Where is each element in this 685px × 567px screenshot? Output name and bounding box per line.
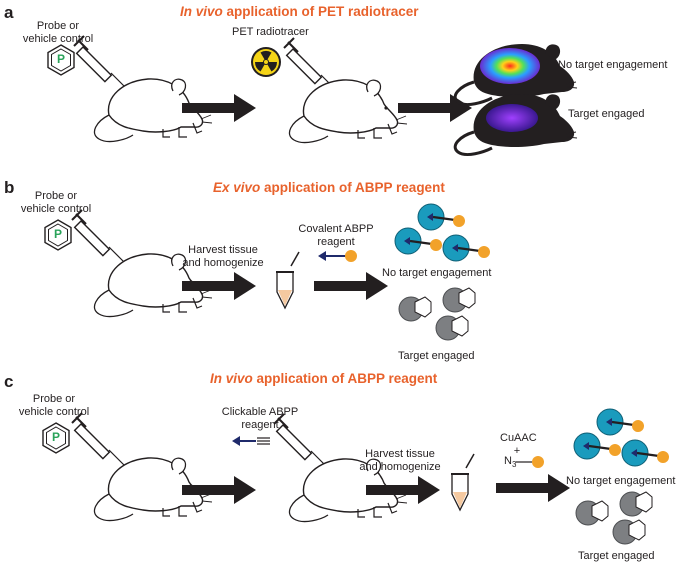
harvest-label-b-1: Harvest tissue <box>188 244 258 256</box>
reagent-label-c-2: reagent <box>241 419 279 431</box>
protein-icon-c4 <box>575 500 609 526</box>
panel-letter-c: c <box>4 372 14 391</box>
tube-icon-c <box>450 453 475 511</box>
probe-label-c: Probe or vehicle control <box>14 393 94 419</box>
syringe-icon-c1 <box>71 412 125 466</box>
panel-title-c: In vivo application of ABPP reagent <box>210 371 437 386</box>
probe-glyph-a: P <box>57 52 66 66</box>
tube-icon-b <box>275 251 300 309</box>
harvest-label-b-2: and homogenize <box>182 257 264 269</box>
syringe-icon-b <box>71 209 125 263</box>
harvest-label-c-1: Harvest tissue <box>365 448 435 460</box>
panel-title-b: Ex vivo application of ABPP reagent <box>213 180 445 195</box>
outcome-c-1: No target engagement <box>566 475 676 487</box>
tracer-label: PET radiotracer <box>232 26 309 38</box>
pet-hot-signal <box>480 48 540 84</box>
probe-glyph-b: P <box>54 227 63 241</box>
azide-tag-icon <box>532 456 544 468</box>
reagent-label-c-1: Clickable ABPP <box>221 406 299 418</box>
arrow-b2 <box>314 272 388 300</box>
panel-letter-a: a <box>4 3 14 22</box>
outcome-a-1: No target engagement <box>558 59 668 71</box>
probe-glyph-c: P <box>52 430 61 444</box>
panel-title-a-rest: application of PET radiotracer <box>222 4 419 19</box>
outcome-b-2: Target engaged <box>398 350 475 362</box>
outcome-b-1: No target engagement <box>382 267 492 279</box>
reagent-label-c: Clickable ABPP reagent <box>212 406 308 432</box>
reagent-label-b-1: Covalent ABPP <box>298 223 374 235</box>
covalent-reagent-icon <box>318 250 357 262</box>
panel-title-c-italic: In vivo <box>210 371 253 386</box>
clickable-reagent-icon <box>232 436 270 446</box>
reagent-label-b-2: reagent <box>317 236 355 248</box>
protein-icon-c5 <box>619 491 653 517</box>
panel-title-b-rest: application of ABPP reagent <box>260 180 445 195</box>
harvest-label-b: Harvest tissue and homogenize <box>178 244 268 270</box>
probe-label-c-2: vehicle control <box>18 406 90 418</box>
protein-icon-c6 <box>612 519 646 545</box>
outcome-a-2: Target engaged <box>568 108 645 120</box>
click-label-c-2: + <box>513 445 521 457</box>
protein-icon-b3 <box>441 233 492 263</box>
panel-title-a-italic: In vivo <box>180 4 223 19</box>
click-label-c-1: CuAAC <box>500 432 537 444</box>
azide-n: N <box>504 455 512 467</box>
probe-label-c-1: Probe or <box>32 393 76 405</box>
outcome-c-2: Target engaged <box>578 550 655 562</box>
click-label-c: CuAAC + <box>500 432 537 458</box>
protein-icon-c1 <box>595 407 646 437</box>
pet-cold-signal <box>486 104 538 132</box>
protein-icon-b1 <box>416 202 467 232</box>
mouse-icon-a2 <box>288 79 408 144</box>
probe-label-b: Probe or vehicle control <box>16 190 96 216</box>
protein-icon-b2 <box>393 226 444 256</box>
protein-icon-c3 <box>620 438 671 468</box>
probe-label-b-1: Probe or <box>34 190 78 202</box>
reagent-label-b: Covalent ABPP reagent <box>294 223 378 249</box>
arrow-a2 <box>398 94 472 122</box>
protein-icon-b5 <box>442 287 476 313</box>
probe-label-a-2: vehicle control <box>22 33 94 45</box>
radiation-icon <box>250 46 282 78</box>
probe-label-a-1: Probe or <box>36 20 80 32</box>
arrow-c3 <box>496 474 570 502</box>
panel-title-c-rest: application of ABPP reagent <box>252 371 438 386</box>
harvest-label-c-2: and homogenize <box>359 461 441 473</box>
probe-label-b-2: vehicle control <box>20 203 92 215</box>
azide-label: N3 <box>504 455 516 471</box>
panel-title-a: In vivo application of PET radiotracer <box>180 4 419 19</box>
harvest-label-c: Harvest tissue and homogenize <box>352 448 448 474</box>
azide-sub: 3 <box>511 460 517 470</box>
panel-title-b-italic: Ex vivo <box>213 180 261 195</box>
panel-letter-b: b <box>4 178 15 197</box>
protein-icon-b6 <box>435 315 469 341</box>
probe-label-a: Probe or vehicle control <box>18 20 98 46</box>
protein-icon-b4 <box>398 296 432 322</box>
protein-icon-c2 <box>572 431 623 461</box>
